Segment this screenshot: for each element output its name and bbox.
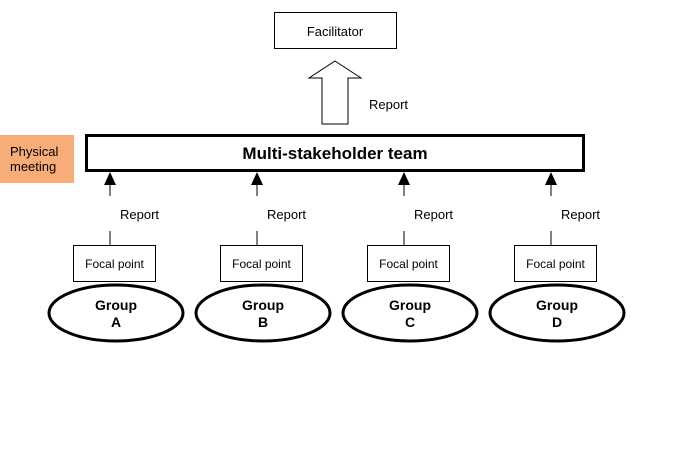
group-letter: A: [111, 314, 121, 330]
group-letter: D: [552, 314, 562, 330]
group-ellipse: [194, 283, 332, 343]
team-box: [85, 134, 585, 172]
physical-meeting-line1: Physical: [10, 144, 59, 159]
focal-point-box: [220, 245, 303, 282]
group-letter: B: [258, 314, 268, 330]
group-letter: C: [405, 314, 415, 330]
physical-meeting-line2: meeting: [10, 159, 57, 174]
focal-point-label: Focal point: [232, 257, 291, 271]
team-label: Multi-stakeholder team: [242, 144, 427, 163]
group-label: Group: [242, 297, 284, 313]
focal-point-label: Focal point: [85, 257, 144, 271]
report-label: Report: [414, 207, 453, 222]
arrowhead-up: [545, 172, 557, 185]
arrowhead-up: [104, 172, 116, 185]
focal-point-label: Focal point: [379, 257, 438, 271]
group-ellipse: [488, 283, 626, 343]
arrowhead-up: [251, 172, 263, 185]
group-ellipse: [47, 283, 185, 343]
focal-point-box: [514, 245, 597, 282]
report-up-label: Report: [369, 97, 408, 112]
group-label: Group: [389, 297, 431, 313]
physical-meeting-label: Physical meeting: [0, 135, 74, 183]
facilitator-label: Facilitator: [307, 24, 364, 39]
group-label: Group: [95, 297, 137, 313]
facilitator-box: [274, 12, 397, 49]
group-ellipse: [341, 283, 479, 343]
report-label: Report: [561, 207, 600, 222]
group-label: Group: [536, 297, 578, 313]
focal-point-label: Focal point: [526, 257, 585, 271]
arrowhead-up: [398, 172, 410, 185]
focal-point-box: [73, 245, 156, 282]
focal-point-box: [367, 245, 450, 282]
report-label: Report: [120, 207, 159, 222]
report-up-arrow: [307, 60, 363, 125]
report-label: Report: [267, 207, 306, 222]
